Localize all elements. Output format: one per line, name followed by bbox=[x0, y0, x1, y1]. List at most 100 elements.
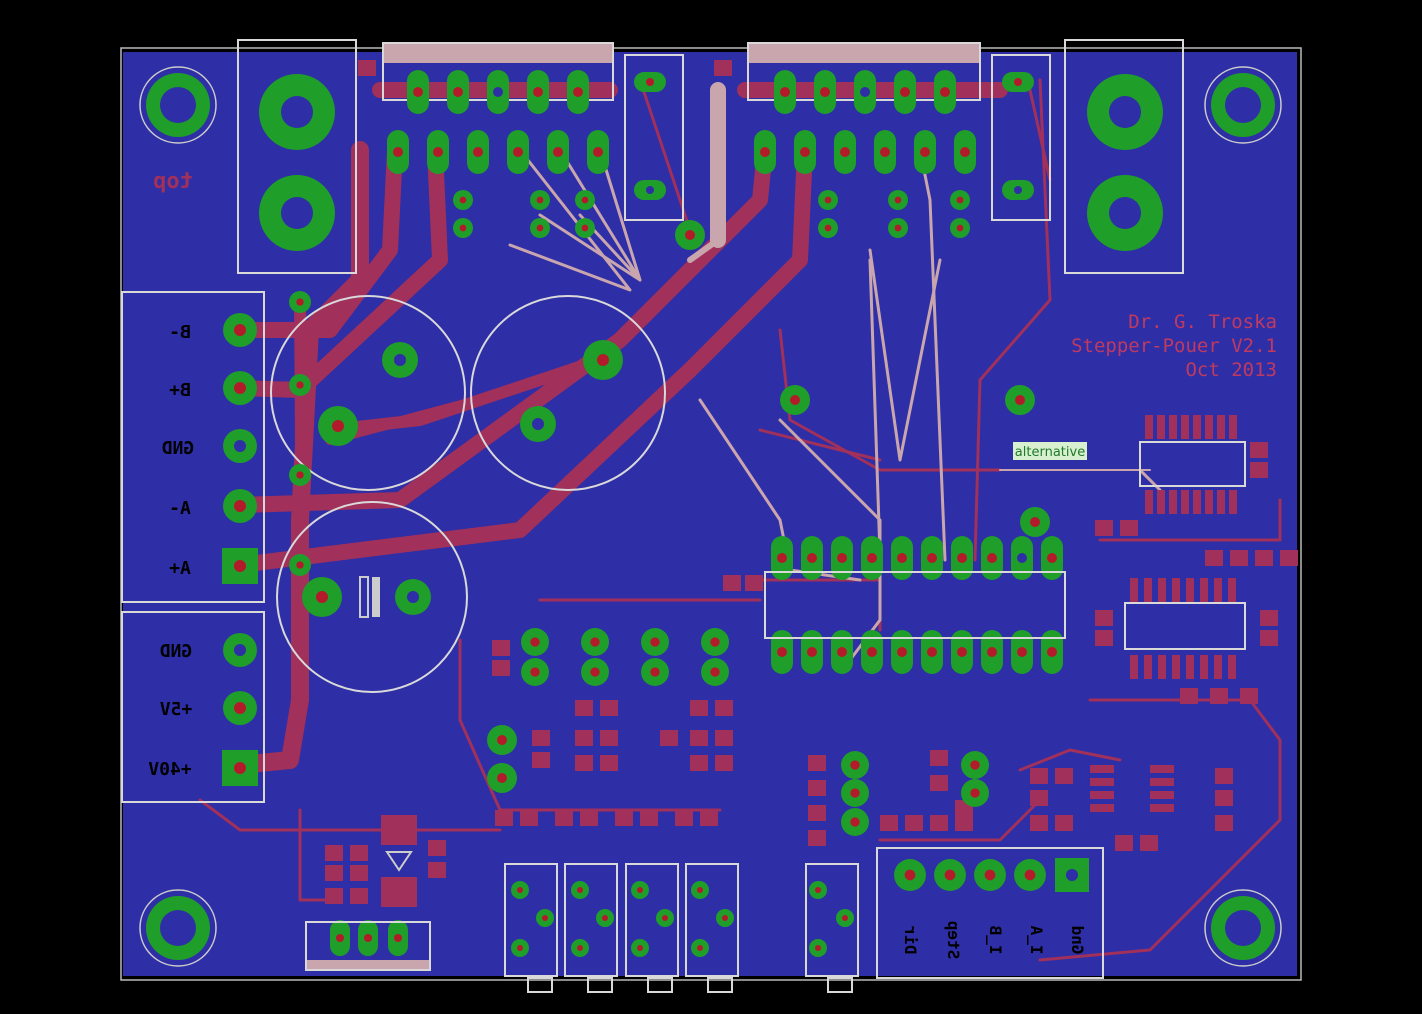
smd-pad bbox=[1180, 688, 1198, 704]
smd-pad bbox=[1229, 490, 1237, 514]
pad bbox=[571, 881, 589, 899]
smd-pad bbox=[1228, 655, 1236, 679]
smd-pad bbox=[1120, 520, 1138, 536]
pad bbox=[575, 190, 595, 210]
pad bbox=[530, 218, 550, 238]
ic-pin bbox=[771, 630, 793, 674]
ic-pin bbox=[854, 70, 876, 114]
smd-ics bbox=[1124, 441, 1246, 650]
smd-pad bbox=[1030, 790, 1048, 806]
ic-pin bbox=[587, 130, 609, 174]
smd-pad bbox=[350, 865, 368, 881]
pad bbox=[641, 628, 669, 656]
pad bbox=[330, 920, 350, 956]
smd-pad bbox=[930, 815, 948, 831]
smd-pad bbox=[1090, 765, 1114, 773]
smd-pad bbox=[930, 775, 948, 791]
pad bbox=[511, 939, 529, 957]
ic-pin bbox=[921, 536, 943, 580]
smd-pad bbox=[1193, 490, 1201, 514]
pad bbox=[521, 628, 549, 656]
pad bbox=[780, 385, 810, 415]
pad bbox=[950, 190, 970, 210]
pad bbox=[453, 218, 473, 238]
smd-pad bbox=[1200, 578, 1208, 602]
capacitors bbox=[270, 295, 666, 693]
ic-pin bbox=[427, 130, 449, 174]
pad bbox=[934, 859, 966, 891]
smd-pad bbox=[1260, 610, 1278, 626]
smd-pad bbox=[520, 810, 538, 826]
pad bbox=[1014, 859, 1046, 891]
alternative-label: alternative bbox=[1015, 445, 1085, 460]
power-label-gnd: GND bbox=[160, 641, 193, 662]
pad bbox=[974, 859, 1006, 891]
ic-pin bbox=[921, 630, 943, 674]
smd-pad bbox=[1158, 655, 1166, 679]
smd-pad bbox=[575, 700, 593, 716]
smd-pad bbox=[1145, 415, 1153, 439]
pad bbox=[641, 658, 669, 686]
smd-pad bbox=[1090, 778, 1114, 786]
smd-pad bbox=[575, 755, 593, 771]
pad bbox=[691, 881, 709, 899]
ic-pin bbox=[447, 70, 469, 114]
signal-connector bbox=[876, 847, 1104, 979]
smd-pad bbox=[1230, 550, 1248, 566]
ic-pin bbox=[874, 130, 896, 174]
signal-label-dir: Dir bbox=[901, 926, 920, 955]
pad bbox=[809, 939, 827, 957]
ic-pin bbox=[934, 70, 956, 114]
pad bbox=[511, 881, 529, 899]
smd-pad bbox=[715, 700, 733, 716]
pad bbox=[289, 291, 311, 313]
smd-pad bbox=[1255, 550, 1273, 566]
controller-ic bbox=[764, 571, 1066, 639]
smd-pad bbox=[1181, 490, 1189, 514]
smd-pad bbox=[600, 755, 618, 771]
pad bbox=[841, 808, 869, 836]
pad bbox=[571, 939, 589, 957]
pad bbox=[701, 628, 729, 656]
pad bbox=[631, 881, 649, 899]
motor-label-b-plus: B+ bbox=[169, 380, 191, 401]
smd-pad bbox=[350, 888, 368, 904]
pad bbox=[961, 779, 989, 807]
pad bbox=[289, 464, 311, 486]
smd-pad bbox=[1030, 815, 1048, 831]
ic-pin bbox=[894, 70, 916, 114]
smd-pad bbox=[532, 730, 550, 746]
ic-pin bbox=[774, 70, 796, 114]
pad bbox=[388, 920, 408, 956]
smd-pad bbox=[640, 810, 658, 826]
ic-pin bbox=[507, 130, 529, 174]
pad bbox=[453, 190, 473, 210]
signal-label-step: Step bbox=[944, 921, 963, 960]
power-label-40v: +40V bbox=[148, 759, 192, 780]
ic-pin bbox=[771, 536, 793, 580]
signal-label-ia: I_A bbox=[1027, 925, 1046, 954]
smd-pad bbox=[715, 730, 733, 746]
smd-pad bbox=[492, 640, 510, 656]
signal-label-gnd: Gnd bbox=[1068, 926, 1087, 955]
ic-pin bbox=[801, 630, 823, 674]
smd-pad bbox=[1210, 688, 1228, 704]
smd-pad bbox=[325, 888, 343, 904]
ic-pin bbox=[861, 630, 883, 674]
smd-pad bbox=[1215, 790, 1233, 806]
smd-pad bbox=[1095, 630, 1113, 646]
smd-pad bbox=[1214, 578, 1222, 602]
ic-pin bbox=[801, 536, 823, 580]
power-connector bbox=[121, 611, 265, 803]
smd-pad bbox=[1150, 804, 1174, 812]
motor-label-gnd: GND bbox=[162, 438, 195, 459]
smd-pad bbox=[690, 700, 708, 716]
credit-line-2: Stepper-Pouer V2.1 bbox=[1071, 335, 1277, 357]
pad bbox=[358, 920, 378, 956]
pad bbox=[818, 190, 838, 210]
credit-line-3: Oct 2013 bbox=[1185, 359, 1277, 381]
pad bbox=[950, 218, 970, 238]
smd-pad bbox=[350, 845, 368, 861]
ic-pin bbox=[567, 70, 589, 114]
